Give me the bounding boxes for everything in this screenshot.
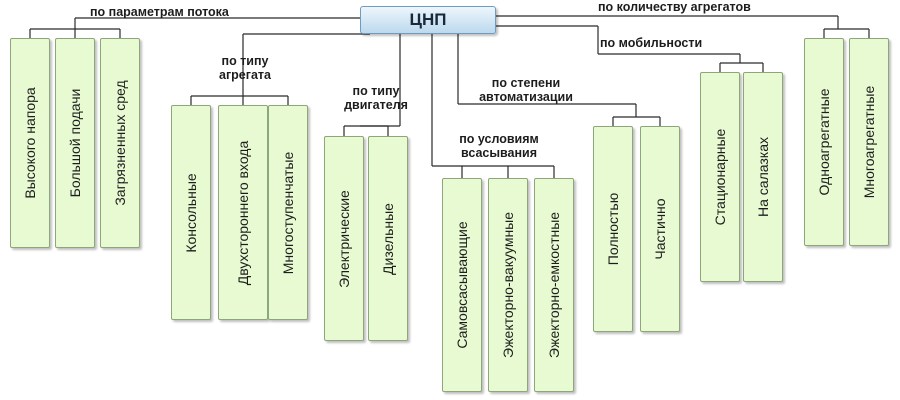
leaf-high-flow: Большой подачи xyxy=(55,38,95,248)
leaf-contaminated-media: Загрязненных сред xyxy=(100,38,140,248)
group-label-unit-type-line1: по типу xyxy=(221,54,269,68)
group-label-automation-line1: по степени xyxy=(491,76,561,90)
leaf-double-inlet: Двухстороннего входа xyxy=(218,105,268,320)
leaf-ejector-tank: Эжекторно-емкостные xyxy=(534,178,574,392)
leaf-high-flow-label: Большой подачи xyxy=(67,88,83,198)
leaf-self-priming-label: Самовсасывающие xyxy=(454,221,470,349)
leaf-stationary: Стационарные xyxy=(700,72,740,282)
group-label-unit-type: по типу агрегата xyxy=(210,54,280,82)
leaf-multi-unit-label: Многоагрегатные xyxy=(861,85,877,199)
leaf-contaminated-media-label: Загрязненных сред xyxy=(112,80,128,206)
leaf-electric: Электрические xyxy=(324,136,364,341)
leaf-console: Консольные xyxy=(171,105,211,320)
group-label-mobility: по мобильности xyxy=(600,36,702,50)
leaf-high-pressure-label: Высокого напора xyxy=(22,87,38,199)
group-label-flow-text: по параметрам потока xyxy=(90,5,229,19)
group-label-suction: по условиям всасывания xyxy=(444,132,554,160)
group-label-suction-line1: по условиям xyxy=(459,132,539,146)
leaf-stationary-label: Стационарные xyxy=(712,128,728,226)
leaf-partially-label: Частично xyxy=(652,198,668,260)
leaf-multistage: Многоступенчатые xyxy=(268,105,308,320)
leaf-ejector-tank-label: Эжекторно-емкостные xyxy=(546,211,562,359)
leaf-diesel-label: Дизельные xyxy=(380,202,396,275)
leaf-high-pressure: Высокого напора xyxy=(10,38,50,248)
leaf-multistage-label: Многоступенчатые xyxy=(280,151,296,274)
leaf-single-unit-label: Одноагрегатные xyxy=(816,88,832,196)
leaf-diesel: Дизельные xyxy=(368,136,408,341)
group-label-mobility-text: по мобильности xyxy=(600,36,703,50)
leaf-fully-label: Полностью xyxy=(605,192,621,266)
leaf-partially: Частично xyxy=(640,126,680,332)
leaf-fully: Полностью xyxy=(593,126,633,332)
root-label: ЦНП xyxy=(409,10,447,29)
leaf-console-label: Консольные xyxy=(183,172,199,253)
group-label-units-count-text: по количеству агрегатов xyxy=(598,0,751,14)
group-label-engine-type-line1: по типу xyxy=(352,84,400,98)
group-label-units-count: по количеству агрегатов xyxy=(598,0,751,14)
leaf-multi-unit: Многоагрегатные xyxy=(849,38,889,246)
leaf-single-unit: Одноагрегатные xyxy=(804,38,844,246)
group-label-automation-line2: автоматизации xyxy=(479,90,573,104)
group-label-engine-type: по типу двигателя xyxy=(330,84,422,112)
group-label-engine-type-line2: двигателя xyxy=(344,98,408,112)
group-label-flow: по параметрам потока xyxy=(90,5,229,19)
group-label-suction-line2: всасывания xyxy=(460,146,538,160)
leaf-skid-mounted-label: На салазках xyxy=(755,136,771,218)
leaf-ejector-vacuum: Эжекторно-вакуумные xyxy=(488,178,528,392)
group-label-unit-type-line2: агрегата xyxy=(219,68,271,82)
leaf-double-inlet-label: Двухстороннего входа xyxy=(235,140,251,285)
root-node-cnp: ЦНП xyxy=(360,6,496,34)
leaf-electric-label: Электрические xyxy=(336,189,352,288)
leaf-ejector-vacuum-label: Эжекторно-вакуумные xyxy=(500,211,516,359)
leaf-skid-mounted: На салазках xyxy=(743,72,783,282)
group-label-automation: по степени автоматизации xyxy=(462,76,590,104)
leaf-self-priming: Самовсасывающие xyxy=(442,178,482,392)
